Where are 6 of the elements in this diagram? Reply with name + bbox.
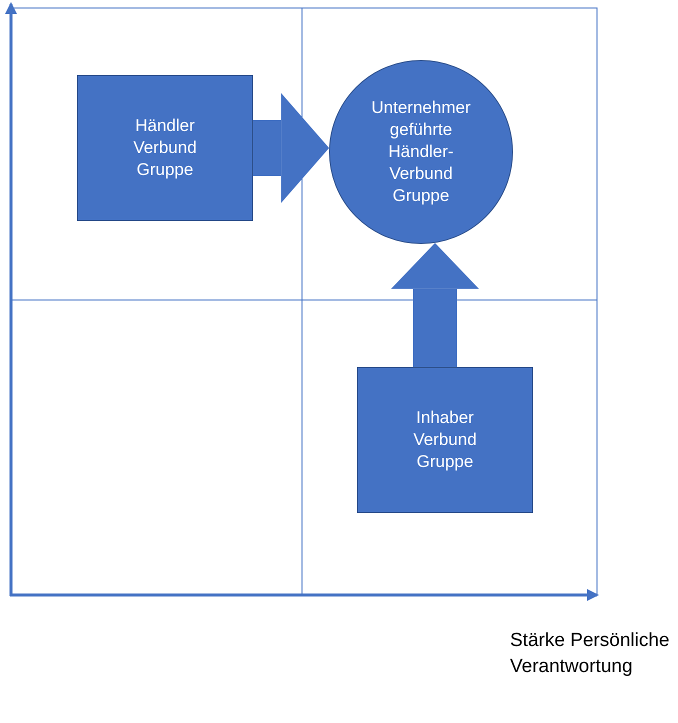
group-circle: Unternehmer geführte Händler-Verbund Gruppe [329, 60, 513, 244]
axis-label: Stärke Persönliche Verantwortung [510, 629, 670, 679]
group-box: Inhaber Verbund Gruppe [357, 367, 533, 513]
group-box: Händler Verbund Gruppe [77, 75, 253, 221]
block-arrow [253, 93, 330, 203]
block-arrow [391, 242, 479, 367]
